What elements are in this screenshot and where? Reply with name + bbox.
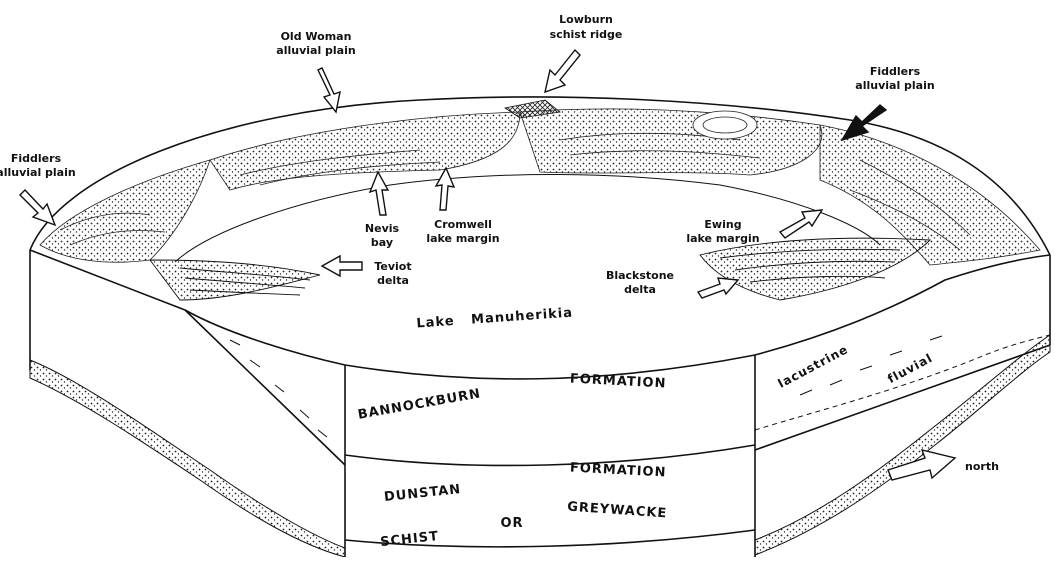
ewing-arrow bbox=[780, 210, 822, 238]
cromwell-label-2: lake margin bbox=[426, 232, 499, 245]
bannockburn-label: BANNOCKBURN bbox=[357, 386, 482, 422]
facies-labels: lacustrine fluvial bbox=[776, 342, 935, 391]
fiddlers-right-label-1: Fiddlers bbox=[870, 65, 921, 78]
formation-upper-label: FORMATION bbox=[570, 371, 667, 391]
greywacke-label: GREYWACKE bbox=[567, 500, 668, 522]
cromwell-arrow bbox=[436, 168, 454, 210]
fiddlers-left-label-1: Fiddlers bbox=[11, 152, 62, 165]
fluvial-label: fluvial bbox=[885, 351, 935, 386]
nevis-label-1: Nevis bbox=[365, 222, 400, 235]
ewing-label-1: Ewing bbox=[704, 218, 741, 231]
blackstone-delta bbox=[700, 238, 930, 300]
fiddlers-left-label-2: alluvial plain bbox=[0, 166, 76, 179]
teviot-label-1: Teviot bbox=[374, 260, 411, 273]
lowburn-label-2: schist ridge bbox=[550, 28, 623, 41]
schist-label: SCHIST bbox=[380, 529, 440, 550]
north-label: north bbox=[965, 460, 999, 473]
blackstone-label-1: Blackstone bbox=[606, 269, 674, 282]
lowburn-label-1: Lowburn bbox=[559, 13, 613, 26]
old-woman-arrow bbox=[318, 68, 340, 112]
ewing-label-2: lake margin bbox=[686, 232, 759, 245]
dunstan-label: DUNSTAN bbox=[383, 482, 462, 505]
ground-stipple-left bbox=[30, 360, 345, 557]
fiddlers-right-label-2: alluvial plain bbox=[855, 79, 934, 92]
or-label: OR bbox=[500, 516, 523, 531]
lacustrine-label: lacustrine bbox=[776, 342, 851, 391]
old-woman-label-2: alluvial plain bbox=[276, 44, 355, 57]
cromwell-label-1: Cromwell bbox=[434, 218, 492, 231]
blackstone-label-2: delta bbox=[624, 283, 656, 296]
fiddlers-left-arrow bbox=[20, 190, 55, 225]
fiddlers-right-arrow bbox=[842, 105, 886, 140]
nevis-arrow bbox=[370, 172, 388, 215]
teviot-delta bbox=[150, 260, 320, 300]
blackstone-arrow bbox=[698, 278, 738, 298]
teviot-label-2: delta bbox=[377, 274, 409, 287]
old-woman-label-1: Old Woman bbox=[281, 30, 352, 43]
teviot-arrow bbox=[322, 256, 362, 276]
lake-name-label: Lake Manuherikia bbox=[416, 306, 573, 332]
lowburn-arrow bbox=[545, 50, 580, 92]
formation-lower-label: FORMATION bbox=[570, 460, 667, 480]
nevis-label-2: bay bbox=[371, 236, 393, 249]
